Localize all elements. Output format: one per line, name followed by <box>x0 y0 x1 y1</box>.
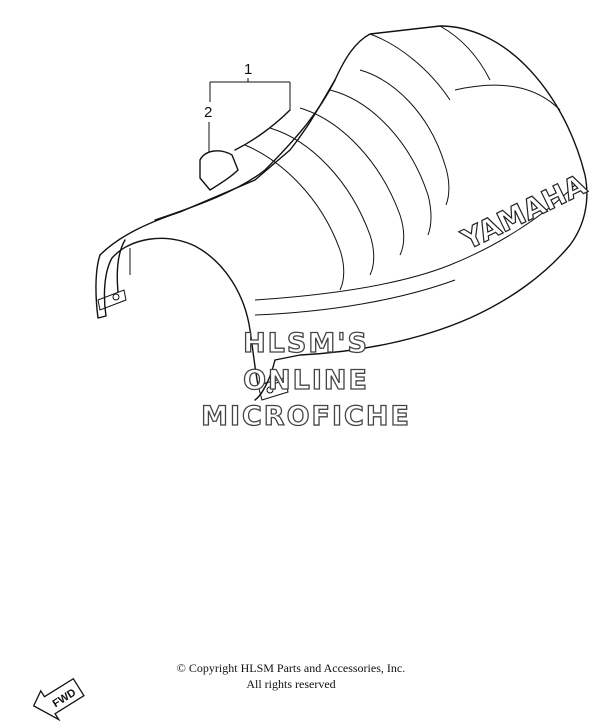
watermark-line-3: MICROFICHE <box>201 401 411 432</box>
copyright-line: © Copyright HLSM Parts and Accessories, … <box>176 661 406 675</box>
fwd-arrow-icon: FWD <box>32 677 85 722</box>
callout-2: 2 <box>204 104 212 121</box>
rights-line: All rights reserved <box>246 677 336 691</box>
seat-assembly <box>95 25 588 401</box>
callout-1: 1 <box>244 61 252 78</box>
callout-leaders <box>208 78 291 152</box>
watermark-line-2: ONLINE <box>243 365 369 396</box>
watermark-line-1: HLSM'S <box>243 328 369 359</box>
